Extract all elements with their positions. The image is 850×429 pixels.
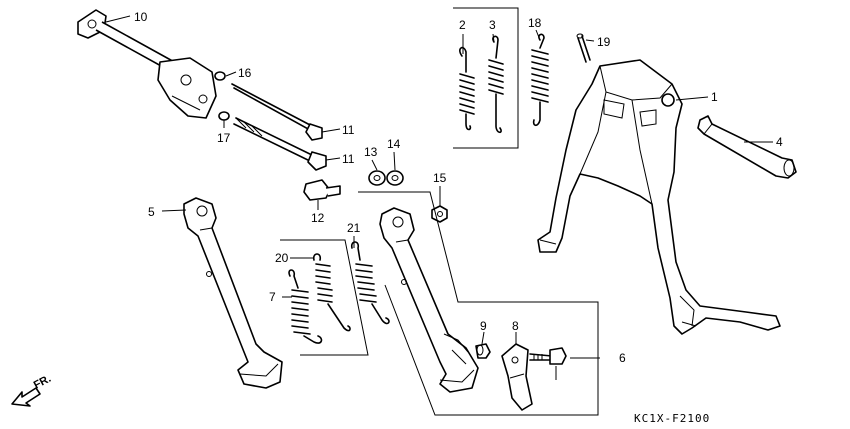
callout-19: 20 — [275, 251, 289, 265]
reference-code: KC1X-F2100 — [634, 412, 710, 425]
callout-7: 7 — [269, 290, 276, 304]
callout-13: 13 — [364, 145, 378, 159]
callout-10: 10 — [134, 10, 148, 24]
spring-group-bracket-upper — [453, 7, 519, 149]
callout-14: 14 — [387, 137, 401, 151]
part-19-spring — [312, 253, 351, 332]
part-3-spring — [488, 35, 504, 134]
callout-labels: 10 16 17 11 11 12 13 14 15 2 3 18 19 1 4… — [134, 10, 783, 365]
callout-9: 9 — [480, 319, 487, 333]
part-6-side-stand — [379, 207, 479, 393]
front-label: FR. — [32, 373, 53, 392]
callout-17: 19 — [597, 35, 611, 49]
part-8-bracket — [501, 343, 533, 411]
callout-15: 15 — [433, 171, 447, 185]
callout-16-upper: 16 — [238, 66, 252, 80]
part-11-bolt-lower — [233, 117, 327, 171]
front-direction-indicator: FR. — [11, 373, 53, 407]
part-9-collar — [475, 343, 491, 359]
part-5-side-stand — [183, 197, 283, 389]
part-1-main-stand — [537, 59, 781, 335]
part-11-bolt-upper — [231, 83, 323, 141]
callout-6: 6 — [619, 351, 626, 365]
callout-2: 2 — [459, 18, 466, 32]
spring-group-bracket-lower — [280, 239, 369, 356]
callout-18: 18 — [528, 16, 542, 30]
part-7-spring — [288, 269, 323, 344]
part-17-cotter-pin — [576, 33, 591, 63]
callout-12: 12 — [311, 211, 325, 225]
part-4-pivot-shaft — [697, 115, 797, 179]
callout-8: 8 — [512, 319, 519, 333]
part-6-assembly-bracket — [358, 191, 599, 416]
part-21-bolt — [529, 347, 567, 365]
callout-4: 4 — [776, 135, 783, 149]
leader-lines — [105, 15, 773, 380]
part-14-washer — [386, 170, 404, 186]
callout-11-upper: 11 — [342, 123, 355, 137]
part-20-spring — [350, 241, 390, 325]
callout-16-lower: 17 — [217, 131, 231, 145]
callout-1: 1 — [711, 90, 718, 104]
callout-3: 3 — [489, 18, 496, 32]
callout-20: 21 — [347, 221, 361, 235]
part-13-washer — [368, 170, 386, 186]
part-16-washer-upper — [214, 71, 226, 81]
callout-11-lower: 11 — [342, 152, 355, 166]
part-12-stopper-bolt — [303, 179, 341, 201]
part-18-spring — [531, 33, 549, 127]
front-arrow-icon — [11, 387, 41, 407]
part-2-spring — [459, 46, 475, 131]
part-16-washer-lower — [218, 111, 230, 121]
callout-5: 5 — [148, 205, 155, 219]
part-10-bracket-pipe — [77, 9, 217, 119]
